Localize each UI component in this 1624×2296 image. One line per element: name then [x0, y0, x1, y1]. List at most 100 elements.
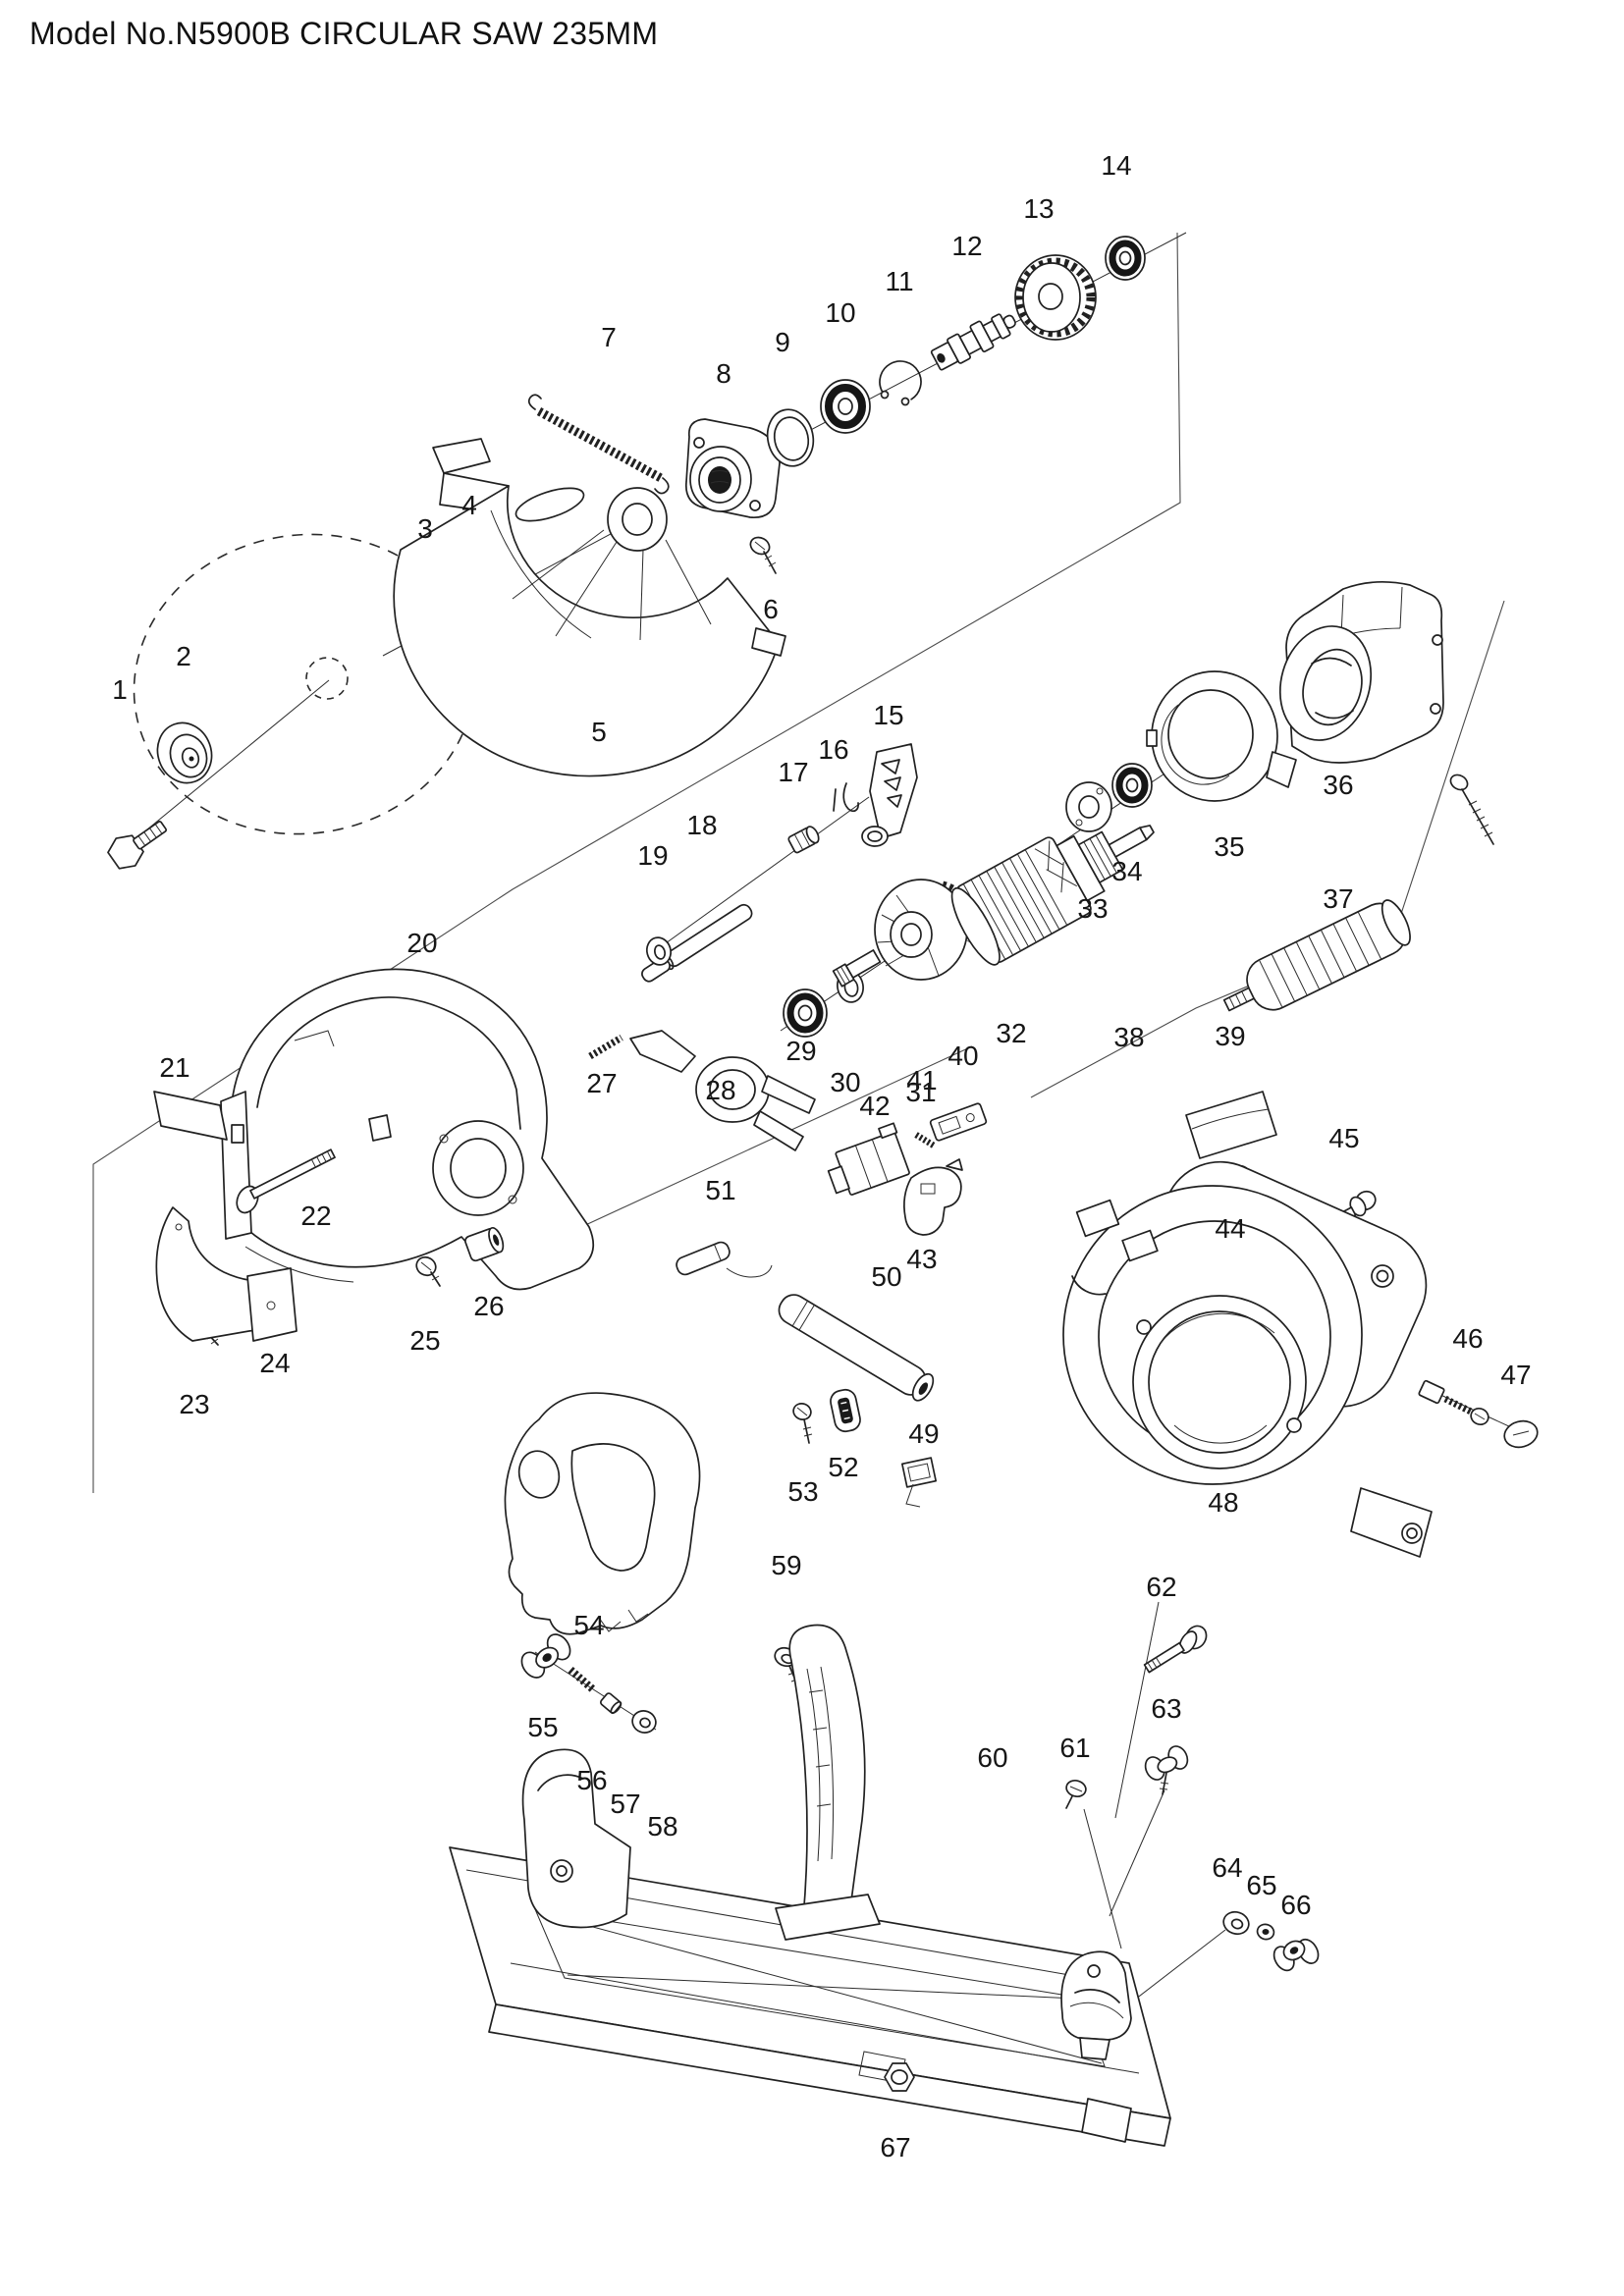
part-1-art	[107, 821, 168, 870]
part-9-art	[766, 408, 815, 467]
part-2-art	[156, 721, 213, 784]
part-label-14: 14	[1101, 150, 1131, 181]
part-label-34: 34	[1111, 856, 1142, 886]
part-label-16: 16	[818, 734, 848, 765]
part-61-leader	[1077, 1761, 1078, 1779]
part-label-46: 46	[1452, 1323, 1483, 1354]
part-11-art	[879, 360, 922, 406]
part-66-art	[1272, 1938, 1320, 1972]
part-29-art	[783, 988, 828, 1038]
part-63-art	[1144, 1745, 1189, 1795]
part-label-47: 47	[1500, 1360, 1531, 1390]
part-label-9: 9	[775, 327, 790, 357]
part-label-26: 26	[473, 1291, 504, 1321]
part-label-1: 1	[112, 674, 128, 705]
part-6-leader	[763, 573, 769, 595]
part-12-leader	[968, 259, 971, 312]
part-52-leader	[844, 1433, 845, 1453]
part-label-54: 54	[573, 1610, 604, 1640]
part-label-18: 18	[686, 810, 717, 840]
part-50-art	[778, 1294, 935, 1402]
part-label-37: 37	[1323, 883, 1353, 914]
part-label-60: 60	[977, 1742, 1007, 1773]
part-37-leader	[1353, 840, 1471, 891]
part-label-58: 58	[647, 1811, 677, 1842]
part-15-art	[861, 743, 918, 847]
part-64-art	[1222, 1910, 1250, 1936]
part-5-art	[393, 438, 786, 777]
part-62-leader	[1164, 1600, 1174, 1633]
page-title: Model No.N5900B CIRCULAR SAW 235MM	[29, 16, 659, 51]
part-label-35: 35	[1214, 831, 1244, 862]
part-label-20: 20	[406, 928, 437, 958]
part-41-art	[914, 1132, 936, 1148]
part-48-art	[1062, 1160, 1433, 1558]
part-30-leader	[846, 1003, 849, 1068]
part-label-51: 51	[705, 1175, 735, 1205]
part-24-art	[155, 1206, 298, 1342]
part-label-48: 48	[1208, 1487, 1238, 1518]
part-18-leader	[705, 838, 711, 905]
part-51-leader	[709, 1203, 718, 1241]
part-19-leader	[656, 869, 659, 934]
part-33-art	[1065, 781, 1112, 832]
part-60-art	[449, 1624, 1171, 2147]
part-65-leader	[1264, 1898, 1266, 1920]
part-label-4: 4	[461, 490, 477, 520]
part-label-11: 11	[885, 266, 913, 296]
part-label-3: 3	[417, 513, 433, 544]
part-14-leader	[1119, 179, 1124, 238]
part-38-art	[1222, 899, 1411, 1012]
assembly-guide-line-2	[1114, 1601, 1160, 1819]
part-31-art	[832, 879, 976, 988]
part-61-art	[1065, 1780, 1087, 1809]
part-2-leader	[185, 669, 187, 722]
assembly-guide-line-3	[1109, 1789, 1165, 1917]
part-59-leader	[786, 1578, 787, 1647]
part-32-leader	[1017, 946, 1043, 1021]
part-57-art	[599, 1692, 623, 1715]
part-label-32: 32	[996, 1018, 1026, 1048]
part-25-art	[415, 1255, 441, 1287]
part-13-art	[1014, 254, 1097, 341]
part-10-art	[820, 379, 871, 434]
part-32-art	[950, 825, 1155, 966]
part-54-art	[504, 1392, 701, 1635]
part-56-art	[568, 1666, 597, 1694]
part-label-50: 50	[871, 1261, 901, 1292]
part-label-43: 43	[906, 1244, 937, 1274]
part-label-22: 22	[300, 1201, 331, 1231]
part-52-art	[830, 1388, 861, 1433]
part-label-17: 17	[778, 757, 808, 787]
part-label-41: 41	[906, 1065, 937, 1095]
part-50-leader	[872, 1290, 884, 1327]
part-46-art	[1418, 1379, 1489, 1426]
part-label-30: 30	[830, 1067, 860, 1097]
part-label-7: 7	[601, 322, 617, 352]
part-label-62: 62	[1146, 1572, 1176, 1602]
part-label-31: 31	[905, 1077, 936, 1107]
part-label-19: 19	[637, 840, 668, 871]
part-label-67: 67	[880, 2132, 910, 2163]
part-42-leader	[876, 1119, 877, 1137]
part-57-leader	[613, 1716, 622, 1789]
part-39-art	[1185, 1091, 1277, 1159]
part-58-leader	[646, 1734, 659, 1812]
part-label-66: 66	[1280, 1890, 1311, 1920]
part-label-45: 45	[1328, 1123, 1359, 1153]
part-47-leader	[1518, 1388, 1521, 1417]
part-label-33: 33	[1077, 893, 1108, 924]
part-1-leader	[122, 703, 130, 828]
part-6-art	[749, 536, 777, 574]
part-label-64: 64	[1212, 1852, 1242, 1883]
part-label-36: 36	[1323, 770, 1353, 800]
part-47-art	[1503, 1419, 1539, 1449]
part-label-40: 40	[947, 1041, 978, 1071]
part-14-art	[1105, 236, 1146, 281]
part-46-leader	[1445, 1352, 1463, 1384]
part-49-art	[900, 1457, 938, 1508]
part-label-63: 63	[1151, 1693, 1181, 1724]
part-45-leader	[1332, 1151, 1341, 1213]
part-66-leader	[1294, 1918, 1296, 1934]
